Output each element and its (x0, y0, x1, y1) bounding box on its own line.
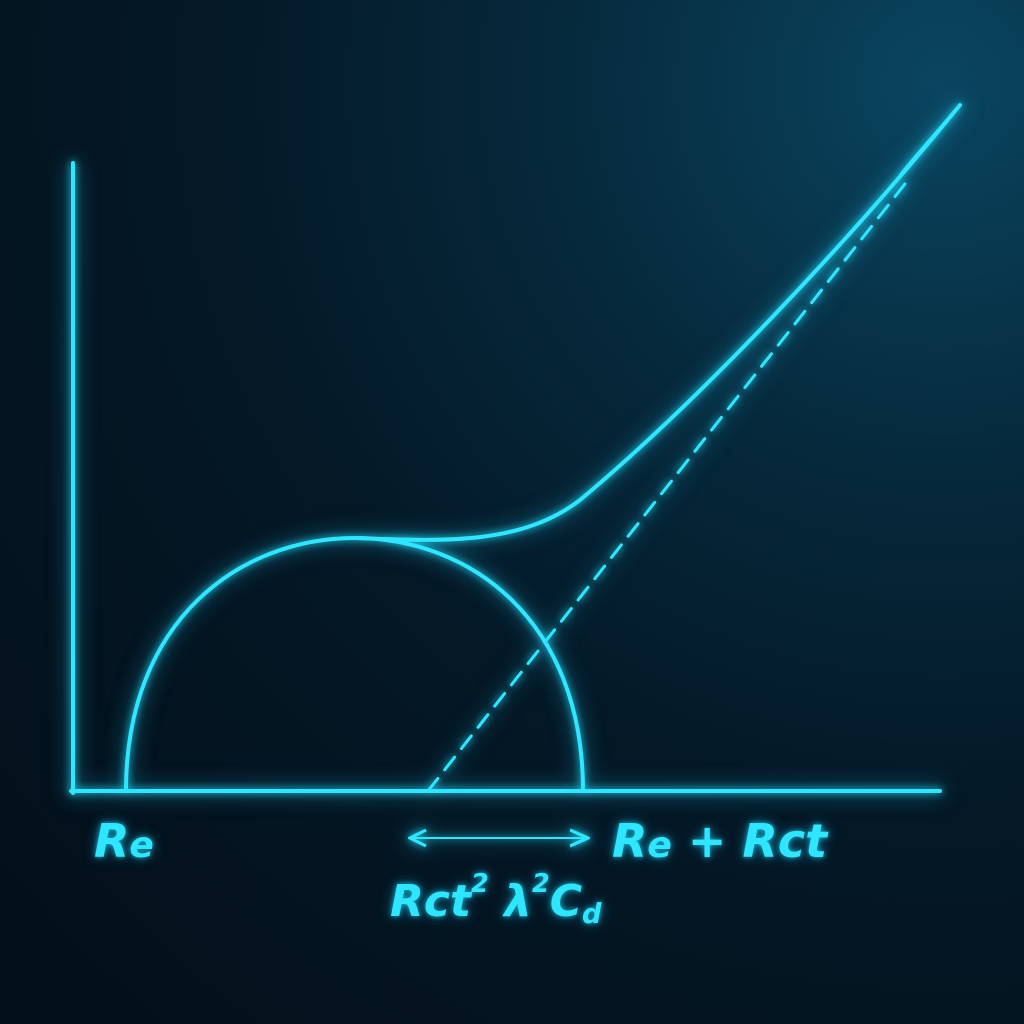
warburg-lambda: λ (504, 876, 532, 927)
charge-transfer-semicircle (124, 535, 585, 793)
re-label-main: R (94, 814, 130, 868)
re-label: Re (94, 818, 154, 864)
re-label-sub: e (129, 825, 154, 866)
re-plus-rct-rct: Rct (742, 814, 828, 868)
warburg-rct-exponent: 2 (471, 868, 489, 899)
warburg-lambda-exponent: 2 (531, 868, 550, 899)
re-plus-rct-r: R (612, 814, 648, 868)
warburg-c-subscript: d (582, 898, 602, 930)
warburg-c: C (549, 876, 582, 927)
re-plus-rct-label: Re + Rct (612, 818, 827, 864)
warburg-rct: Rct (390, 876, 471, 927)
re-plus-rct-plus: + (671, 814, 743, 868)
warburg-inner-line (898, 103, 962, 177)
warburg-extrapolation-dashed (426, 178, 910, 793)
re-plus-rct-sub: e (647, 825, 672, 866)
impedance-curve (353, 103, 962, 542)
warburg-term-label: Rct2 λ2Cd (390, 871, 602, 928)
